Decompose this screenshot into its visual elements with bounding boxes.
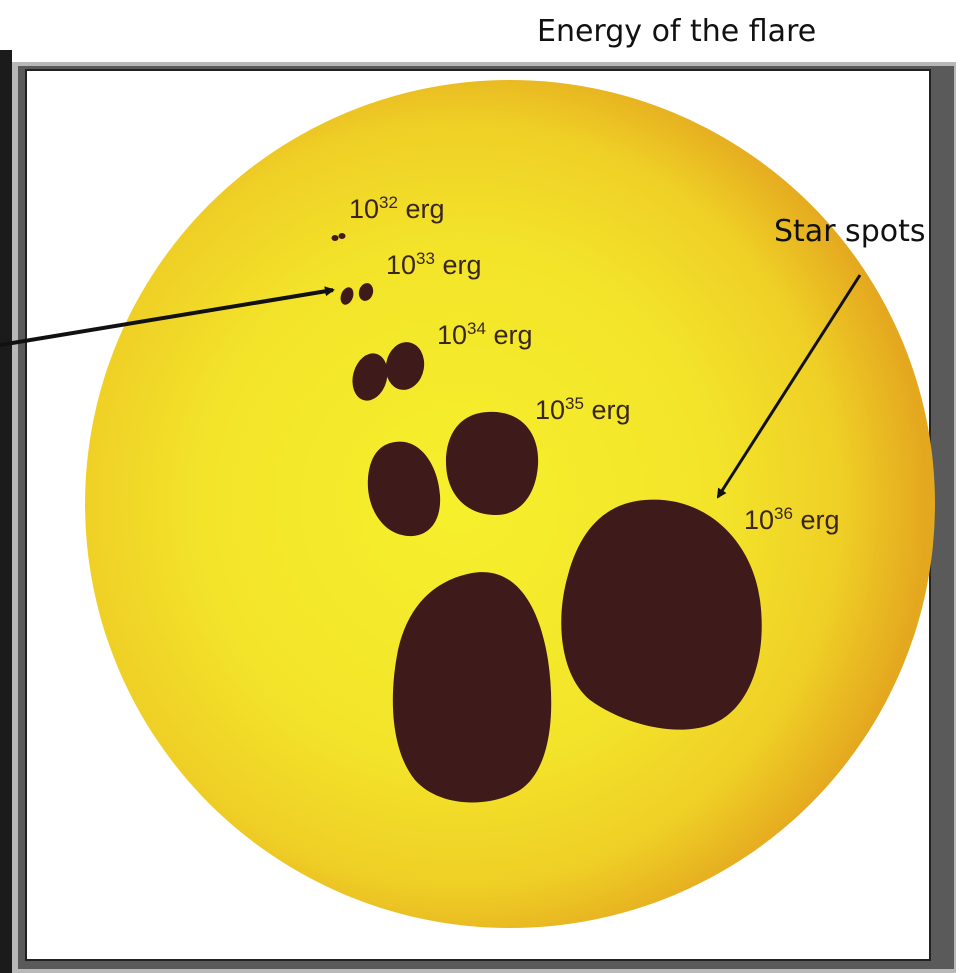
star-spot (367, 441, 441, 537)
energy-label-33: 1033 erg (386, 249, 482, 280)
star-spot (331, 235, 339, 241)
star-spots (331, 233, 762, 803)
star-spot (352, 353, 388, 401)
energy-label-32: 1032 erg (349, 193, 445, 224)
energy-label-35: 1035 erg (535, 394, 631, 425)
star-spot (338, 233, 346, 239)
star-spot (358, 283, 374, 301)
star-spot (385, 342, 425, 390)
energy-labels: 1032 erg 1033 erg 1034 erg 1035 erg 1036… (349, 193, 840, 535)
flare-energy-arrow (0, 286, 335, 347)
energy-label-34: 1034 erg (437, 319, 533, 350)
star-spot (446, 411, 539, 516)
star-spots-label: Star spots (774, 214, 925, 249)
left-edge-strip (0, 50, 12, 973)
star-spot (561, 499, 762, 730)
star-spot (392, 572, 552, 803)
energy-label-36: 1036 erg (744, 504, 840, 535)
star-spots-arrow (716, 274, 862, 499)
page-title: Energy of the flare (537, 14, 816, 49)
star-spot (340, 287, 354, 305)
